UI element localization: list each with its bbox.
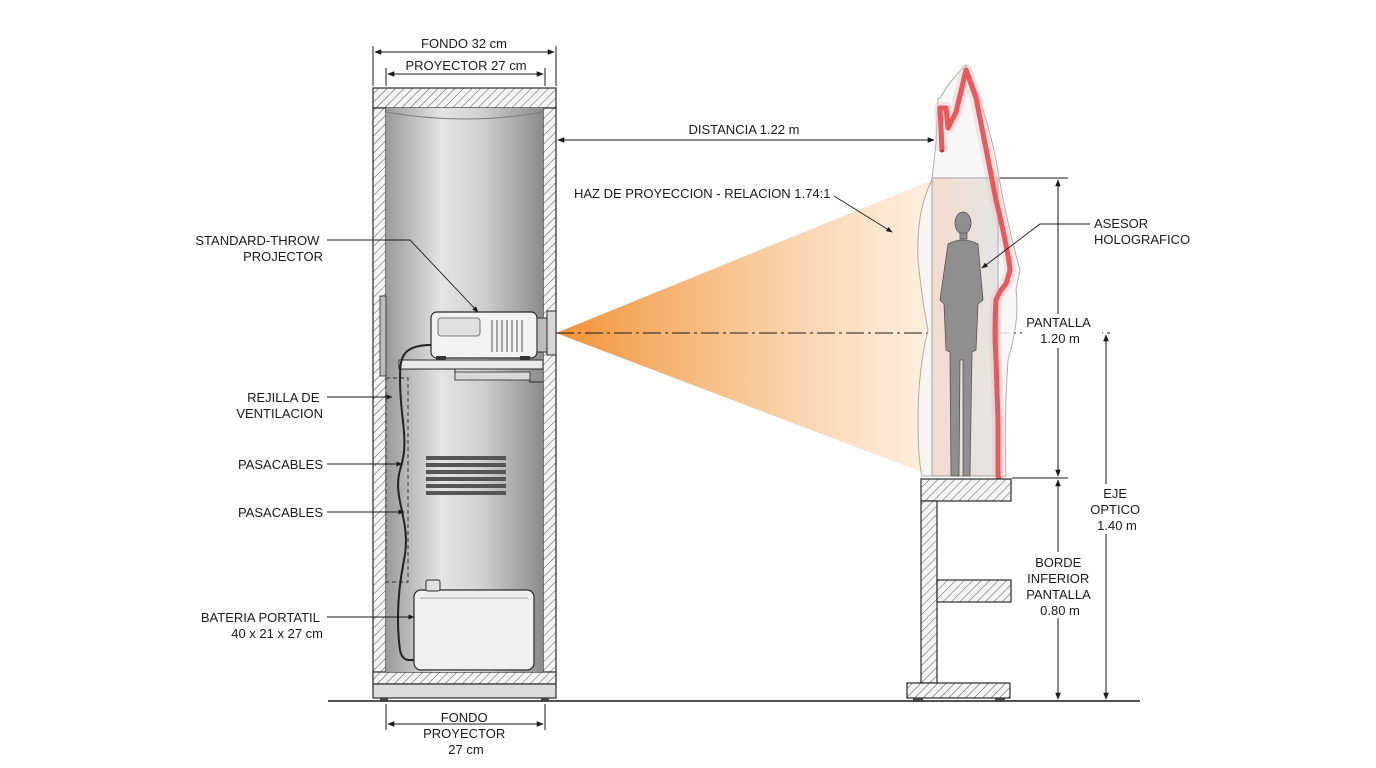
ventilation-grille	[426, 456, 506, 495]
cabinet-right-wall	[542, 107, 557, 683]
cable-channel	[379, 295, 387, 377]
dim-fondo-bottom	[385, 704, 546, 730]
dim-proyector-top	[385, 68, 546, 86]
asesor-label: ASESOR HOLOGRAFICO	[1094, 216, 1190, 247]
projector-shelf	[398, 359, 544, 370]
stand-column	[920, 500, 938, 684]
holographic-advisor-figure	[939, 211, 984, 477]
proyector-top-label: PROYECTOR 27 cm	[405, 58, 526, 73]
portable-battery	[413, 579, 535, 671]
dim-fondo-top	[372, 46, 557, 86]
standard-throw-leader	[327, 239, 479, 313]
pantalla-label: PANTALLA 1.20 m	[1026, 315, 1093, 346]
fondo-top-label: FONDO 32 cm	[421, 36, 507, 51]
cylinder-top-curve	[385, 111, 544, 120]
cabinet-bottom-wall	[372, 671, 557, 685]
borde-inferior-label: BORDE INFERIOR PANTALLA 0.80 m	[1026, 555, 1093, 618]
power-cable	[396, 344, 432, 662]
asesor-leader	[981, 223, 1090, 269]
haz-label: HAZ DE PROYECCION - RELACION 1.74:1	[574, 186, 830, 201]
cabinet-foot-left	[380, 698, 388, 702]
cabinet-foot-right	[541, 698, 549, 702]
cabinet-plinth	[372, 683, 557, 699]
stand-mid-shelf	[936, 579, 1012, 603]
bateria-label: BATERIA PORTATIL 40 x 21 x 27 cm	[201, 610, 323, 641]
standard-throw-label: STANDARD-THROW PROJECTOR	[195, 233, 323, 264]
holographic-display	[917, 64, 1021, 493]
distancia-label: DISTANCIA 1.22 m	[688, 122, 799, 137]
cabinet-left-wall	[372, 107, 387, 683]
cabinet-top-wall	[372, 87, 557, 109]
projection-beam	[556, 180, 932, 476]
projector-cabinet	[372, 87, 557, 702]
cabinet-interior	[386, 108, 543, 672]
pasacables-1-label: PASACABLES	[238, 457, 323, 472]
projector	[430, 310, 557, 360]
display-stand	[906, 478, 1012, 702]
stand-base	[906, 682, 1011, 699]
projector-vent	[491, 320, 523, 352]
rejilla-label: REJILLA DE VENTILACION	[236, 390, 323, 421]
eje-optico-label: EJE OPTICO 1.40 m	[1090, 486, 1143, 533]
red-display-outline	[937, 67, 1013, 493]
cable-pass-through	[385, 377, 409, 583]
lens-port	[546, 310, 557, 356]
pasacables-2-label: PASACABLES	[238, 505, 323, 520]
stand-top-platform	[920, 478, 1012, 502]
fondo-bottom-label: FONDO PROYECTOR 27 cm	[423, 710, 509, 757]
haz-leader	[833, 195, 893, 233]
